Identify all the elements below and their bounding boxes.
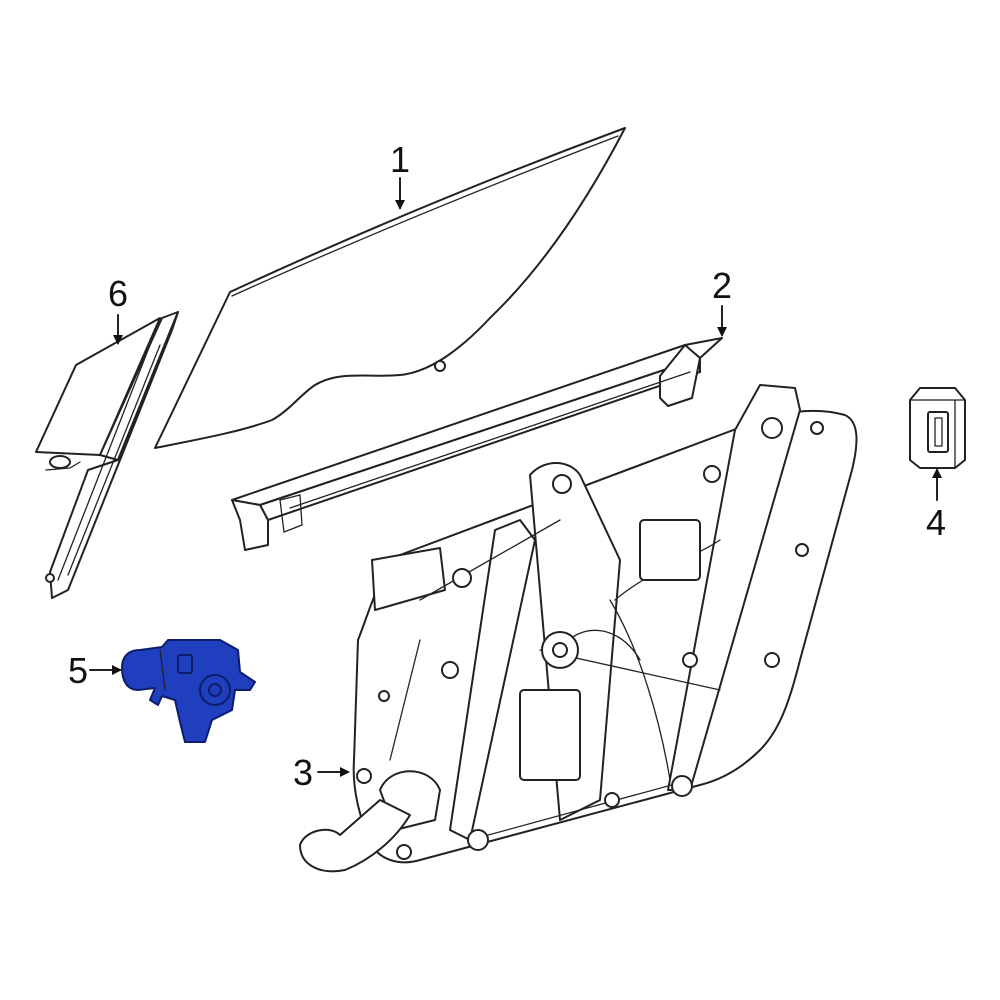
callout-4: 4 [926, 502, 946, 543]
callout-3: 3 [293, 752, 313, 793]
callout-6: 6 [108, 273, 128, 314]
callout-1: 1 [390, 139, 410, 180]
callout-5: 5 [68, 650, 88, 691]
part-4-clip[interactable] [909, 387, 966, 469]
part-1-door-glass[interactable] [154, 127, 626, 449]
part-5-window-motor[interactable] [121, 639, 256, 743]
part-6-quarter-glass[interactable] [35, 311, 179, 599]
part-3-window-regulator-module[interactable] [299, 384, 858, 873]
callout-labels: 1 2 3 4 5 6 [68, 139, 946, 793]
callout-2: 2 [712, 265, 732, 306]
part-2-belt-weatherstrip[interactable] [231, 337, 723, 551]
callout-arrows [89, 177, 942, 777]
